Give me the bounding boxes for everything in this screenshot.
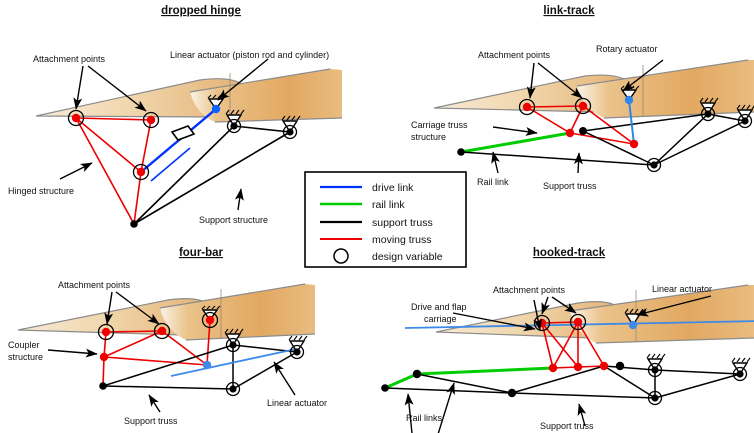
legend-label-drive-link: drive link: [372, 182, 414, 194]
legend-row-support-truss[interactable]: support truss: [320, 217, 433, 229]
joints-link-track: [457, 95, 753, 173]
drive-link-link-track: [628, 99, 635, 145]
panel-dropped-hinge: dropped hinge: [8, 5, 343, 228]
moving-truss-link-track: [526, 105, 635, 145]
support-truss-four-bar: [102, 344, 298, 390]
annotation-linear-actuator-3: Linear actuator: [267, 398, 327, 408]
annotation-attachment-points-4: Attachment points: [493, 285, 566, 295]
annotation-carriage-truss-line2: structure: [411, 132, 446, 142]
legend-label-moving-truss: moving truss: [372, 234, 432, 246]
legend-swatch-design-variable-circle-icon: [333, 248, 349, 264]
leaders-dropped-hinge: [59, 58, 269, 211]
rail-link-link-track: [460, 131, 571, 154]
airfoil-four-bar: [17, 283, 316, 341]
leaders-hooked-track: [404, 295, 712, 433]
legend: drive link rail link support truss movin…: [304, 171, 467, 268]
panel-title-hooked-track: hooked-track: [533, 247, 606, 259]
rail-links-hooked-track: [384, 366, 554, 390]
annotation-coupler-line2: structure: [8, 352, 43, 362]
annotation-linear-actuator-4: Linear actuator: [652, 284, 712, 294]
annotation-support-truss-2: Support truss: [543, 181, 597, 191]
legend-row-moving-truss[interactable]: moving truss: [320, 234, 432, 246]
legend-label-design-variable: design variable: [372, 251, 443, 263]
panel-four-bar: four-bar: [8, 247, 327, 426]
annotation-attachment-points-3: Attachment points: [58, 280, 131, 290]
annotation-coupler: Coupler: [8, 340, 40, 350]
moving-truss-four-bar: [102, 319, 211, 387]
joints-four-bar: [97, 311, 305, 397]
legend-row-design-variable[interactable]: design variable: [333, 248, 443, 264]
annotation-rail-link: Rail link: [477, 177, 509, 187]
legend-label-support-truss: support truss: [372, 217, 433, 229]
annotation-support-truss-3: Support truss: [124, 416, 178, 426]
panel-hooked-track: hooked-track: [381, 247, 754, 433]
leaders-link-track: [491, 59, 664, 174]
legend-row-rail-link[interactable]: rail link: [320, 199, 405, 211]
support-truss-hooked-track: [384, 365, 741, 399]
drive-link-four-bar: [170, 348, 297, 377]
annotation-drive-and-flap-line2: carriage: [424, 314, 457, 324]
annotation-rail-links: Rail links: [406, 413, 443, 423]
panel-title-four-bar: four-bar: [179, 247, 224, 259]
annotation-support-structure: Support structure: [199, 215, 268, 225]
annotation-attachment-points-1: Attachment points: [33, 54, 106, 64]
annotation-drive-and-flap: Drive and flap: [411, 302, 467, 312]
legend-label-rail-link: rail link: [372, 199, 405, 211]
panel-link-track: link-track: [411, 5, 754, 191]
drive-link-dropped-hinge: [140, 108, 217, 182]
annotation-hinged-structure: Hinged structure: [8, 186, 74, 196]
joints-dropped-hinge: [67, 104, 298, 228]
annotation-rotary-actuator: Rotary actuator: [596, 44, 658, 54]
panel-title-dropped-hinge: dropped hinge: [161, 5, 241, 17]
legend-row-drive-link[interactable]: drive link: [320, 182, 414, 194]
drive-link-hooked-track: [404, 320, 754, 329]
annotation-support-truss-4: Support truss: [540, 421, 594, 431]
leaders-four-bar: [47, 291, 296, 413]
annotation-carriage-truss: Carriage truss: [411, 120, 468, 130]
annotation-linear-actuator-1: Linear actuator (piston rod and cylinder…: [170, 50, 329, 60]
panel-title-link-track: link-track: [543, 5, 595, 17]
moving-truss-dropped-hinge: [75, 117, 152, 225]
support-truss-dropped-hinge: [133, 125, 291, 225]
annotation-attachment-points-2: Attachment points: [478, 50, 551, 60]
